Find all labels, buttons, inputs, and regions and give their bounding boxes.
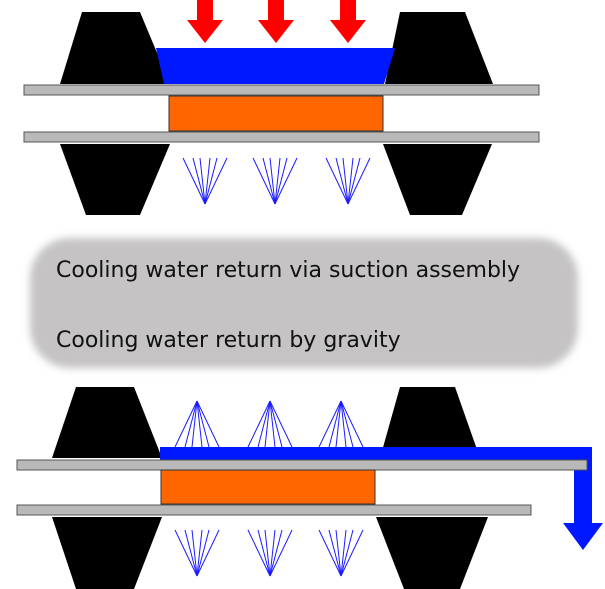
lower-plate [16, 504, 532, 516]
spray-line [269, 157, 276, 205]
spray-fan-icon [318, 529, 364, 577]
spray-line [196, 400, 220, 448]
spray-fan-icon [318, 400, 364, 448]
spray-line [347, 157, 354, 205]
spray-line [347, 157, 371, 205]
spray-line [340, 400, 347, 448]
suction-water [156, 48, 395, 84]
spray-line [269, 529, 283, 577]
spray-line [257, 529, 271, 577]
spray-line [204, 157, 228, 205]
spray-line [264, 400, 271, 448]
upper-plate [16, 459, 588, 471]
inlet-arrows [187, 0, 366, 43]
spray-line [252, 157, 276, 205]
spray-line [347, 157, 361, 205]
spray-line [328, 400, 342, 448]
spray-line [269, 400, 293, 448]
spray-line [191, 529, 198, 577]
spray-line [335, 400, 342, 448]
spray-line [191, 400, 198, 448]
spray-fan-icon [247, 529, 293, 577]
upper-left-frame [52, 387, 162, 458]
spray-line [192, 157, 206, 205]
spray-line [184, 400, 198, 448]
spray-line [196, 529, 220, 577]
spray-line [325, 157, 349, 205]
spray-line [340, 529, 347, 577]
spray-line [342, 157, 349, 205]
inlet-arrow-icon [187, 0, 223, 43]
spray-line [262, 157, 276, 205]
upper-right-frame [385, 12, 493, 84]
spray-line [174, 400, 198, 448]
suction-assembly [23, 0, 540, 215]
spray-line [204, 157, 211, 205]
spray-line [182, 157, 206, 205]
spray-line [340, 400, 354, 448]
spray-line [196, 529, 203, 577]
spray-fan-icon [247, 400, 293, 448]
spray-line [340, 529, 364, 577]
upper-right-frame [380, 387, 480, 458]
lower-plate [23, 131, 540, 143]
spray-line [196, 529, 210, 577]
upper-plate [23, 84, 540, 96]
spray-line [184, 529, 198, 577]
spray-line [269, 400, 283, 448]
spray-line [340, 529, 354, 577]
spray-fan-icon [325, 157, 371, 205]
spray-line [174, 529, 198, 577]
spray-line [335, 157, 349, 205]
gravity-assembly [16, 387, 603, 589]
spray-line [269, 529, 293, 577]
lower-right-frame [376, 517, 488, 589]
spray-line [318, 400, 342, 448]
spray-line [274, 157, 288, 205]
lower-left-frame [52, 517, 162, 589]
spray-line [318, 529, 342, 577]
spray-line [247, 400, 271, 448]
spray-line [196, 400, 203, 448]
workpiece [160, 469, 376, 505]
spray-line [247, 529, 271, 577]
inlet-arrow-icon [258, 0, 294, 43]
lower-left-frame [60, 144, 170, 215]
upper-left-frame [60, 12, 170, 84]
spray-line [204, 157, 218, 205]
workpiece [168, 95, 384, 132]
spray-line [269, 529, 276, 577]
spray-line [257, 400, 271, 448]
spray-line [264, 529, 271, 577]
spray-line [269, 400, 276, 448]
spray-fan-icon [182, 157, 228, 205]
gravity-water-channel [160, 447, 603, 550]
spray-line [340, 400, 364, 448]
spray-line [274, 157, 281, 205]
spray-line [199, 157, 206, 205]
spray-line [328, 529, 342, 577]
caption-gravity: Cooling water return by gravity [56, 328, 401, 353]
spray-line [274, 157, 298, 205]
spray-line [335, 529, 342, 577]
spray-fan-icon [252, 157, 298, 205]
caption-suction: Cooling water return via suction assembl… [56, 258, 521, 283]
spray-line [196, 400, 210, 448]
inlet-arrow-icon [330, 0, 366, 43]
lower-right-frame [383, 144, 492, 215]
caption-panel [30, 238, 578, 368]
spray-fan-icon [174, 400, 220, 448]
spray-fan-icon [174, 529, 220, 577]
